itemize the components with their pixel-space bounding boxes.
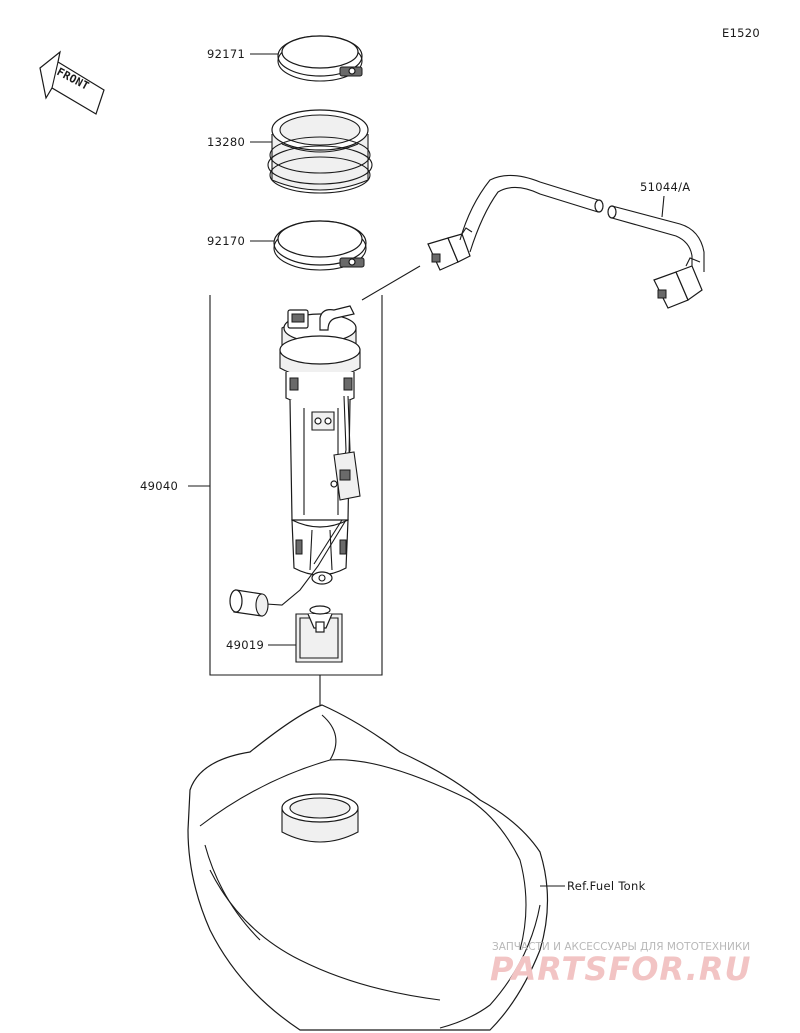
fuel-tank-reference xyxy=(187,704,549,1031)
part-label-92170: 92170 xyxy=(207,234,245,248)
clamp-92171 xyxy=(277,35,363,82)
part-label-49019: 49019 xyxy=(226,638,264,652)
fuel-hose-51044a xyxy=(427,174,705,309)
part-label-92171: 92171 xyxy=(207,47,245,61)
clamp-92170 xyxy=(273,220,367,271)
leader-hose-to-pump xyxy=(361,265,421,301)
figure-code: E1520 xyxy=(722,26,760,40)
part-label-49040: 49040 xyxy=(140,479,178,493)
ref-fuel-tank-label: Ref.Fuel Tonk xyxy=(567,879,646,893)
leader-51044a xyxy=(661,195,665,218)
watermark-logo: PARTSFOR.RU xyxy=(490,950,751,988)
seal-13280 xyxy=(267,109,373,194)
fuel-filter-49019 xyxy=(295,605,343,663)
front-arrow-icon: FRONT xyxy=(39,50,105,115)
fuel-pump-49040 xyxy=(229,305,361,617)
part-label-51044a: 51044/A xyxy=(640,180,690,194)
assembly-bracket-49040 xyxy=(209,295,383,676)
watermark-tagline: ЗАПЧАСТИ И АКСЕССУАРЫ ДЛЯ МОТОТЕХНИКИ xyxy=(492,941,750,953)
part-label-13280: 13280 xyxy=(207,135,245,149)
